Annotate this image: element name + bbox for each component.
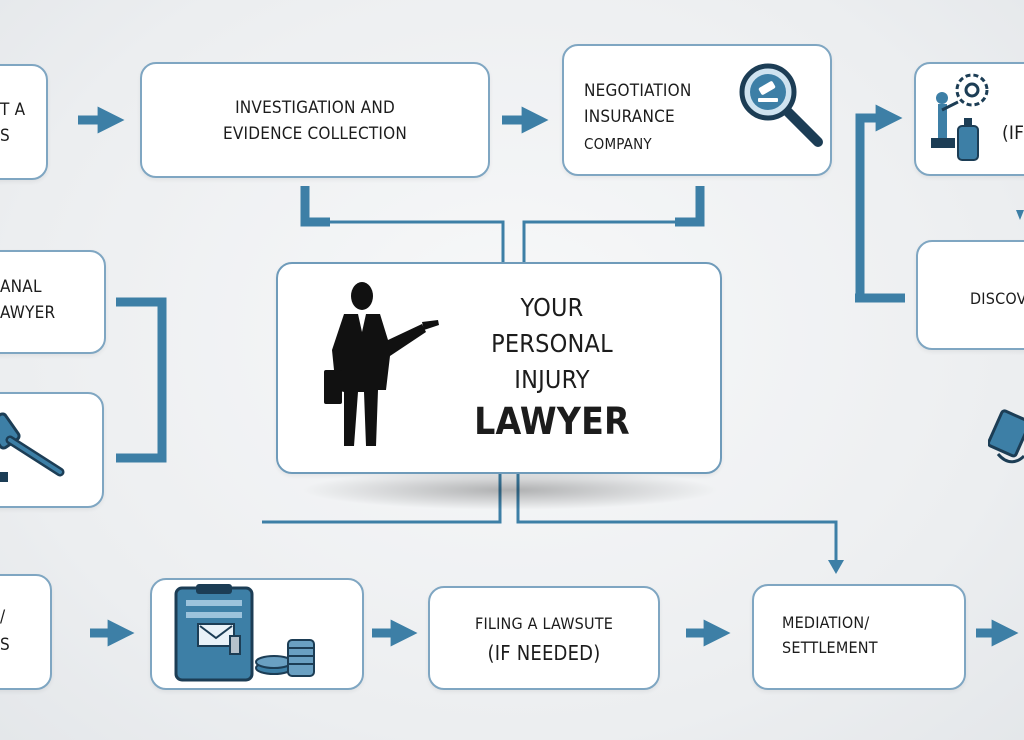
right-bracket [855, 104, 903, 298]
step-label-mid-left-1: ANAL [0, 277, 42, 297]
step-label-mediation-1: MEDIATION/ [782, 613, 870, 632]
step-box-negotiation [562, 44, 832, 176]
wire-center-mediation [516, 474, 838, 565]
center-title-line4: LAWYER [474, 400, 630, 443]
step-box-investigation [140, 62, 490, 178]
document-stack-icon [988, 409, 1024, 464]
step-label-mid-left-2: AWYER [0, 303, 56, 323]
clipboard-money-icon [174, 584, 315, 682]
step-box-top-left [0, 64, 48, 180]
step-label-top-left-2: S [0, 126, 10, 146]
center-title-line3: INJURY [514, 365, 590, 394]
stub-investigation [300, 186, 330, 227]
wire-investigation-center [318, 220, 505, 262]
step-label-top-right: (IF [1002, 122, 1024, 144]
step-label-filing-2: (IF NEEDED) [487, 641, 601, 665]
step-label-bottom-left-2: S [0, 635, 10, 655]
step-label-investigation-2: EVIDENCE COLLECTION [223, 124, 407, 144]
wire-center-left [262, 474, 502, 524]
left-bracket [116, 297, 167, 463]
step-box-discovery [916, 240, 1024, 350]
step-label-mediation-2: SETTLEMENT [782, 638, 878, 657]
step-box-bottom-left [0, 574, 52, 690]
center-title-line1: YOUR [520, 293, 584, 322]
step-label-top-left-1: T A [0, 100, 26, 120]
step-label-bottom-left-1: / [0, 607, 6, 627]
wire-negotiation-center [522, 220, 700, 262]
step-label-negotiation-2: INSURANCE [584, 107, 675, 127]
step-label-investigation-1: INVESTIGATION AND [235, 98, 395, 118]
center-shadow [300, 470, 720, 510]
right-top-arrow-tip [1016, 210, 1024, 220]
gavel-icon [0, 412, 65, 482]
step-label-discovery: DISCOVE [970, 289, 1024, 308]
magnifier-gavel-icon [739, 63, 823, 147]
step-label-filing-1: FILING A LAWSUTE [474, 614, 614, 633]
justice-gear-icon [931, 73, 989, 161]
step-box-filing [428, 586, 660, 690]
step-label-negotiation-3: COMPANY [584, 135, 652, 153]
arrowhead-mediation [828, 560, 844, 574]
step-label-negotiation-1: NEGOTIATION [584, 81, 692, 101]
step-box-mediation [752, 584, 966, 690]
stub-negotiation [675, 186, 705, 227]
step-box-mid-left [0, 250, 106, 354]
lawyer-silhouette-icon [324, 282, 439, 446]
center-title-line2: PERSONAL [491, 329, 613, 358]
